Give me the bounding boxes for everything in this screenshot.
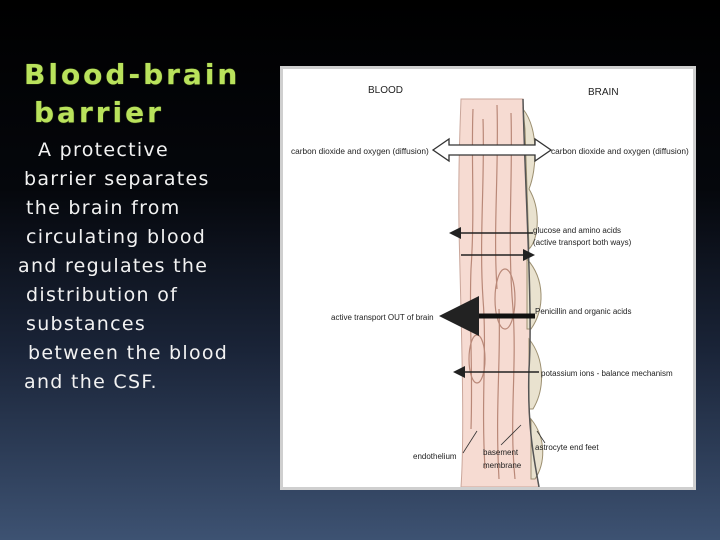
- body-line: circulating blood: [26, 226, 207, 248]
- pointer-endothelium: [462, 430, 478, 454]
- title-line-1: Blood-brain: [24, 58, 241, 91]
- label-glucose-1: glucose and amino acids: [533, 226, 621, 235]
- label-endothelium: endothelium: [413, 452, 457, 461]
- diffusion-double-arrow: [431, 137, 553, 163]
- basement-membrane-line: [522, 98, 540, 487]
- label-co2-o2-blood: carbon dioxide and oxygen (diffusion): [291, 146, 429, 156]
- body-line: and the CSF.: [24, 371, 158, 393]
- body-line: between the blood: [28, 342, 229, 364]
- label-glucose-2: (active transport both ways): [533, 238, 632, 247]
- pointer-astrocyte: [536, 430, 546, 444]
- label-penicillin: Penicillin and organic acids: [535, 307, 632, 316]
- body-line: A protective: [38, 139, 169, 161]
- header-brain: BRAIN: [588, 87, 619, 98]
- body-line: the brain from: [26, 197, 181, 219]
- label-basement-1: basement: [483, 448, 519, 457]
- body-line: substances: [26, 313, 147, 335]
- body-line: distribution of: [26, 284, 179, 306]
- label-potassium: potassium ions - balance mechanism: [541, 369, 673, 378]
- body-line: barrier separates: [24, 168, 210, 190]
- label-astrocyte: astrocyte end feet: [535, 443, 599, 452]
- title-line-2: barrier: [34, 96, 164, 129]
- bbb-diagram: BLOOD BRAIN carbon dioxide and oxygen (d…: [280, 66, 696, 490]
- label-active-out: active transport OUT of brain: [331, 313, 434, 322]
- label-co2-o2-brain: carbon dioxide and oxygen (diffusion): [551, 146, 689, 156]
- pointer-basement: [500, 424, 522, 446]
- bbb-diagram-svg: BLOOD BRAIN carbon dioxide and oxygen (d…: [291, 85, 689, 487]
- header-blood: BLOOD: [368, 85, 403, 96]
- body-text: A protective barrier separates the brain…: [18, 136, 278, 397]
- label-basement-2: membrane: [483, 461, 522, 470]
- slide-title: Blood-brain barrier: [24, 56, 264, 132]
- body-line: and regulates the: [18, 255, 209, 277]
